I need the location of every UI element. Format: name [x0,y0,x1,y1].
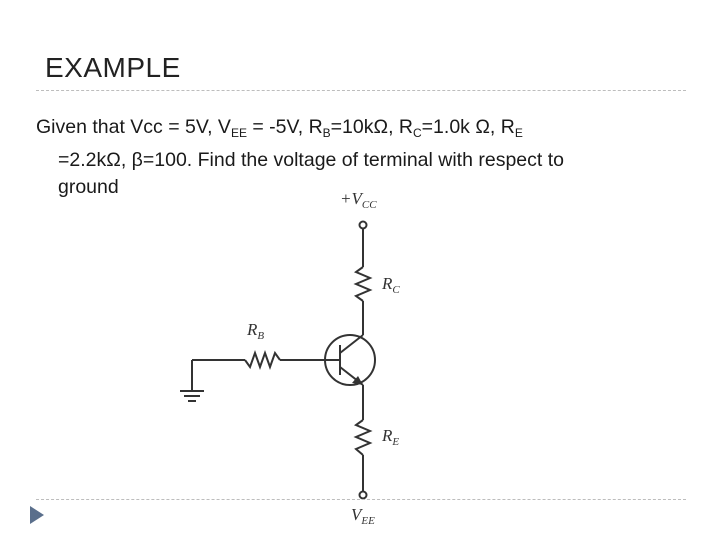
re-resistor [353,419,373,456]
vee-label: VEE [351,505,375,527]
problem-statement: Given that Vcc = 5V, VEE = -5V, RB=10kΩ,… [36,114,676,201]
footer-divider [36,499,686,500]
bjt-circuit-diagram: +VCC RC RB RE VEE [180,189,400,527]
rc-resistor [353,266,373,302]
rc-label: RC [381,274,400,296]
title-divider [36,90,686,91]
problem-line-2: =2.2kΩ, β=100. Find the voltage of termi… [58,149,564,171]
slide-title: EXAMPLE [45,52,181,83]
problem-line-1: Given that Vcc = 5V, VEE = -5V, RB=10kΩ,… [36,116,523,140]
emitter-arrow-icon [352,376,363,385]
rb-label: RB [246,320,264,342]
problem-line-3: ground [58,176,119,198]
vcc-label: +VCC [340,189,377,211]
vcc-terminal [358,220,368,230]
slide-bullet-arrow-icon [30,506,44,524]
re-label: RE [381,426,399,448]
vee-terminal [358,490,368,500]
rb-resistor [244,350,281,370]
